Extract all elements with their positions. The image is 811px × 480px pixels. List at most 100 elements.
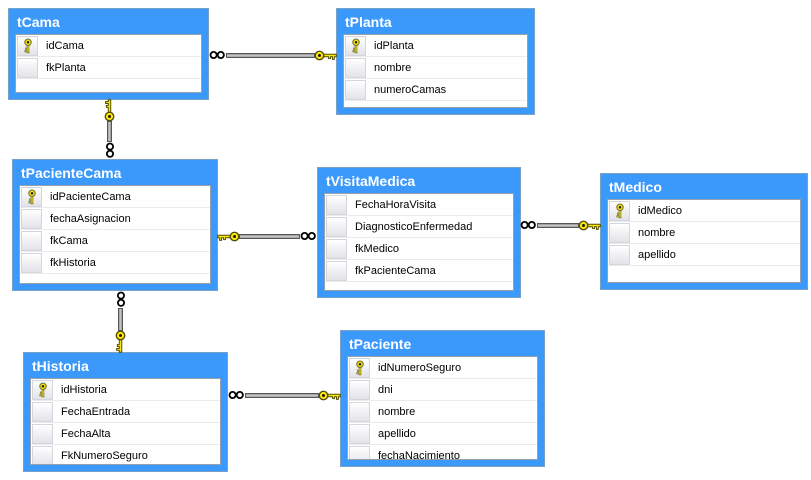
- relationship-tcama-tpacientecama[interactable]: [103, 100, 117, 159]
- table-row[interactable]: DiagnosticoEnfermedad: [325, 216, 513, 238]
- table-row[interactable]: FechaEntrada: [31, 401, 220, 423]
- relationship-line: [118, 308, 124, 331]
- one-cardinality-key-icon: [104, 99, 117, 122]
- many-cardinality-icon: [209, 50, 226, 60]
- table-row[interactable]: idMedico: [608, 200, 800, 222]
- table-row[interactable]: fechaAsignacion: [20, 208, 210, 230]
- table-row[interactable]: FkNumeroSeguro: [31, 445, 220, 464]
- primary-key-icon: [349, 358, 370, 378]
- table-row[interactable]: idPlanta: [344, 35, 527, 57]
- row-selector-cell: [326, 261, 347, 281]
- relationship-line: [245, 392, 319, 398]
- table-title[interactable]: tCama: [17, 14, 60, 30]
- table-row[interactable]: idHistoria: [31, 379, 220, 401]
- column-name: fkCama: [50, 234, 88, 247]
- table-title[interactable]: tPlanta: [345, 14, 392, 30]
- row-selector-cell: [349, 424, 370, 444]
- row-selector-cell: [345, 58, 366, 78]
- one-cardinality-key-icon: [217, 230, 240, 243]
- table-tpacientecama[interactable]: tPacienteCama idPacienteCama fechaAsigna…: [12, 159, 218, 291]
- table-title[interactable]: tHistoria: [32, 358, 89, 374]
- primary-key-icon: [32, 380, 53, 400]
- row-selector-cell: [21, 253, 42, 273]
- column-name: apellido: [378, 427, 416, 440]
- column-name: dni: [378, 383, 393, 396]
- table-row[interactable]: idPacienteCama: [20, 186, 210, 208]
- table-tpaciente[interactable]: tPaciente idNumeroSeguro dni nombre apel…: [340, 330, 545, 467]
- column-name: nombre: [638, 226, 676, 239]
- table-row[interactable]: fkPacienteCama: [325, 260, 513, 282]
- table-tvisitamedica[interactable]: tVisitaMedica FechaHoraVisita Diagnostic…: [317, 167, 521, 298]
- relationship-tcama-tplanta[interactable]: [209, 48, 336, 62]
- row-selector-cell: [609, 223, 630, 243]
- column-name: idNumeroSeguro: [378, 361, 462, 374]
- table-columns: idCama fkPlanta: [15, 34, 202, 93]
- column-name: FechaAlta: [61, 427, 111, 440]
- table-row[interactable]: idCama: [16, 35, 201, 57]
- table-tcama[interactable]: tCama idCama fkPlanta: [8, 8, 209, 100]
- row-selector-cell: [326, 217, 347, 237]
- column-name: FkNumeroSeguro: [61, 449, 148, 462]
- column-name: numeroCamas: [374, 83, 447, 96]
- many-cardinality-icon: [300, 231, 317, 241]
- table-title[interactable]: tVisitaMedica: [326, 173, 416, 189]
- table-row[interactable]: nombre: [608, 222, 800, 244]
- table-row[interactable]: numeroCamas: [344, 79, 527, 101]
- table-row[interactable]: apellido: [608, 244, 800, 266]
- table-thistoria[interactable]: tHistoria idHistoria FechaEntrada FechaA…: [23, 352, 228, 472]
- table-columns: idPlanta nombre numeroCamas: [343, 34, 528, 108]
- column-name: fkMedico: [355, 242, 400, 255]
- relationship-thistoria-tpaciente[interactable]: [228, 388, 340, 402]
- table-row[interactable]: fechaNacimiento: [348, 445, 537, 459]
- table-title[interactable]: tPacienteCama: [21, 165, 122, 181]
- table-row[interactable]: fkMedico: [325, 238, 513, 260]
- table-title[interactable]: tMedico: [609, 179, 662, 195]
- table-row[interactable]: FechaHoraVisita: [325, 194, 513, 216]
- many-cardinality-icon: [520, 220, 537, 230]
- table-row[interactable]: nombre: [348, 401, 537, 423]
- one-cardinality-key-icon: [318, 389, 341, 402]
- primary-key-icon: [17, 36, 38, 56]
- column-name: idPlanta: [374, 39, 414, 52]
- column-name: fechaAsignacion: [50, 212, 131, 225]
- row-selector-cell: [345, 80, 366, 100]
- primary-key-icon: [21, 187, 42, 207]
- table-title[interactable]: tPaciente: [349, 336, 412, 352]
- table-row[interactable]: apellido: [348, 423, 537, 445]
- table-tmedico[interactable]: tMedico idMedico nombre apellido: [600, 173, 808, 290]
- column-name: idPacienteCama: [50, 190, 131, 203]
- table-columns: idNumeroSeguro dni nombre apellido fecha…: [347, 356, 538, 460]
- row-selector-cell: [609, 245, 630, 265]
- row-selector-cell: [349, 402, 370, 422]
- table-row[interactable]: nombre: [344, 57, 527, 79]
- one-cardinality-key-icon: [115, 330, 128, 353]
- relationship-tpacientecama-thistoria[interactable]: [114, 291, 128, 352]
- column-name: fkPlanta: [46, 61, 86, 74]
- column-name: idHistoria: [61, 383, 107, 396]
- column-name: FechaEntrada: [61, 405, 131, 418]
- relationship-tpacientecama-tvisitamedica[interactable]: [218, 229, 317, 243]
- column-name: nombre: [374, 61, 412, 74]
- table-row[interactable]: FechaAlta: [31, 423, 220, 445]
- column-name: DiagnosticoEnfermedad: [355, 220, 473, 233]
- table-columns: FechaHoraVisita DiagnosticoEnfermedad fk…: [324, 193, 514, 291]
- relationship-line: [537, 222, 579, 228]
- row-selector-cell: [32, 402, 53, 422]
- column-name: nombre: [378, 405, 416, 418]
- relationship-line: [107, 121, 113, 142]
- table-row[interactable]: idNumeroSeguro: [348, 357, 537, 379]
- relationship-line: [239, 233, 300, 239]
- row-selector-cell: [17, 58, 38, 78]
- table-columns: idHistoria FechaEntrada FechaAlta FkNume…: [30, 378, 221, 465]
- column-name: idCama: [46, 39, 84, 52]
- table-row[interactable]: dni: [348, 379, 537, 401]
- relationship-tvisitamedica-tmedico[interactable]: [520, 218, 600, 232]
- table-row[interactable]: fkPlanta: [16, 57, 201, 79]
- table-row[interactable]: fkCama: [20, 230, 210, 252]
- table-row[interactable]: fkHistoria: [20, 252, 210, 274]
- row-selector-cell: [21, 231, 42, 251]
- table-tplanta[interactable]: tPlanta idPlanta nombre numeroCamas: [336, 8, 535, 115]
- row-selector-cell: [326, 195, 347, 215]
- column-name: fkPacienteCama: [355, 264, 436, 277]
- one-cardinality-key-icon: [314, 49, 337, 62]
